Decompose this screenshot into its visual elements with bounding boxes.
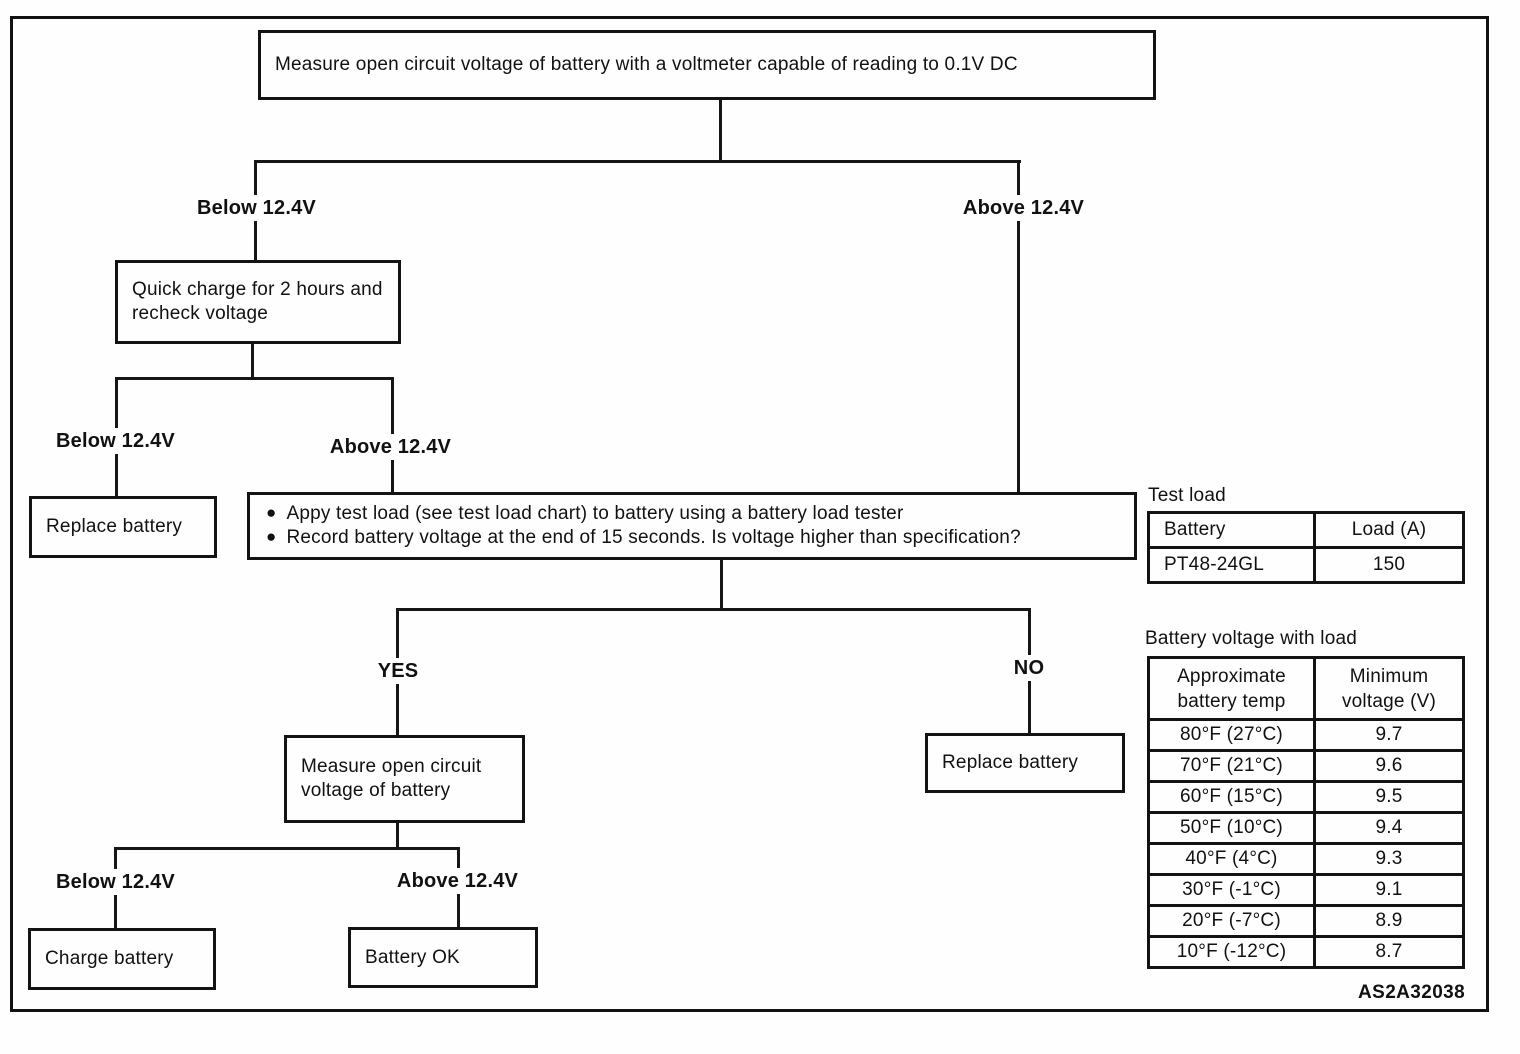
flow-node-quick-charge: Quick charge for 2 hours and recheck vol…	[115, 260, 401, 344]
connector-line	[114, 847, 460, 850]
branch-label-above-12-4v: Above 12.4V	[384, 868, 531, 894]
test-load-title: Test load	[1148, 485, 1226, 506]
flow-node-replace-battery: Replace battery	[29, 496, 217, 558]
load-value-cell: 150	[1313, 546, 1465, 584]
connector-line	[720, 558, 723, 610]
voltage-cell: 8.7	[1313, 935, 1465, 969]
bullet-icon: ●	[266, 503, 277, 522]
branch-label-yes: YES	[362, 658, 434, 684]
page-border	[10, 16, 1489, 1012]
voltage-cell: 9.5	[1313, 780, 1465, 814]
branch-label-no: NO	[996, 655, 1062, 681]
branch-label-above-12-4v: Above 12.4V	[317, 434, 464, 460]
load-test-step-1: ● Appy test load (see test load chart) t…	[266, 502, 903, 526]
connector-line	[254, 160, 1021, 163]
col-header-load: Load (A)	[1313, 511, 1465, 549]
col-header-battery: Battery	[1147, 511, 1316, 549]
flow-node-charge-battery: Charge battery	[28, 928, 216, 990]
figure-code: AS2A32038	[1358, 982, 1466, 1003]
branch-label-below-12-4v: Below 12.4V	[42, 869, 189, 895]
load-test-step-text: Appy test load (see test load chart) to …	[286, 503, 904, 524]
flow-node-replace-battery: Replace battery	[925, 733, 1125, 793]
flow-node-measure-ocv: Measure open circuit voltage of battery	[284, 735, 525, 823]
temp-cell: 30°F (-1°C)	[1147, 873, 1316, 907]
voltage-cell: 8.9	[1313, 904, 1465, 938]
table-header-row: Approximate battery temp Minimum voltage…	[1147, 656, 1465, 721]
table-row: 20°F (-7°C) 8.9	[1147, 904, 1465, 938]
temp-cell: 20°F (-7°C)	[1147, 904, 1316, 938]
flow-node-start: Measure open circuit voltage of battery …	[258, 30, 1156, 100]
battery-voltage-title: Battery voltage with load	[1145, 628, 1358, 649]
test-load-table: Battery Load (A) PT48-24GL 150	[1147, 511, 1465, 584]
connector-line	[1017, 160, 1020, 494]
connector-line	[719, 100, 722, 162]
connector-line	[396, 823, 399, 850]
branch-label-below-12-4v: Below 12.4V	[42, 428, 189, 454]
temp-cell: 80°F (27°C)	[1147, 718, 1316, 752]
voltage-cell: 9.7	[1313, 718, 1465, 752]
table-row: 70°F (21°C) 9.6	[1147, 749, 1465, 783]
voltage-cell: 9.4	[1313, 811, 1465, 845]
table-header-row: Battery Load (A)	[1147, 511, 1465, 549]
table-row: 50°F (10°C) 9.4	[1147, 811, 1465, 845]
battery-voltage-table: Approximate battery temp Minimum voltage…	[1147, 656, 1465, 969]
connector-line	[115, 377, 394, 380]
table-row: 10°F (-12°C) 8.7	[1147, 935, 1465, 969]
table-row: PT48-24GL 150	[1147, 546, 1465, 584]
temp-cell: 40°F (4°C)	[1147, 842, 1316, 876]
battery-model-cell: PT48-24GL	[1147, 546, 1316, 584]
load-test-step-text: Record battery voltage at the end of 15 …	[286, 527, 1021, 548]
temp-cell: 70°F (21°C)	[1147, 749, 1316, 783]
branch-label-above-12-4v: Above 12.4V	[950, 195, 1097, 221]
connector-line	[251, 343, 254, 380]
voltage-cell: 9.1	[1313, 873, 1465, 907]
col-header-min-voltage: Minimum voltage (V)	[1313, 656, 1465, 721]
temp-cell: 60°F (15°C)	[1147, 780, 1316, 814]
table-row: 60°F (15°C) 9.5	[1147, 780, 1465, 814]
temp-cell: 10°F (-12°C)	[1147, 935, 1316, 969]
temp-cell: 50°F (10°C)	[1147, 811, 1316, 845]
col-header-temp: Approximate battery temp	[1147, 656, 1316, 721]
flow-node-battery-ok: Battery OK	[348, 927, 538, 988]
table-row: 40°F (4°C) 9.3	[1147, 842, 1465, 876]
flow-node-load-test: ● Appy test load (see test load chart) t…	[247, 492, 1137, 560]
voltage-cell: 9.3	[1313, 842, 1465, 876]
table-row: 80°F (27°C) 9.7	[1147, 718, 1465, 752]
connector-line	[396, 608, 1031, 611]
table-row: 30°F (-1°C) 9.1	[1147, 873, 1465, 907]
branch-label-below-12-4v: Below 12.4V	[183, 195, 330, 221]
load-test-step-2: ● Record battery voltage at the end of 1…	[266, 526, 1021, 550]
voltage-cell: 9.6	[1313, 749, 1465, 783]
bullet-icon: ●	[266, 527, 277, 546]
